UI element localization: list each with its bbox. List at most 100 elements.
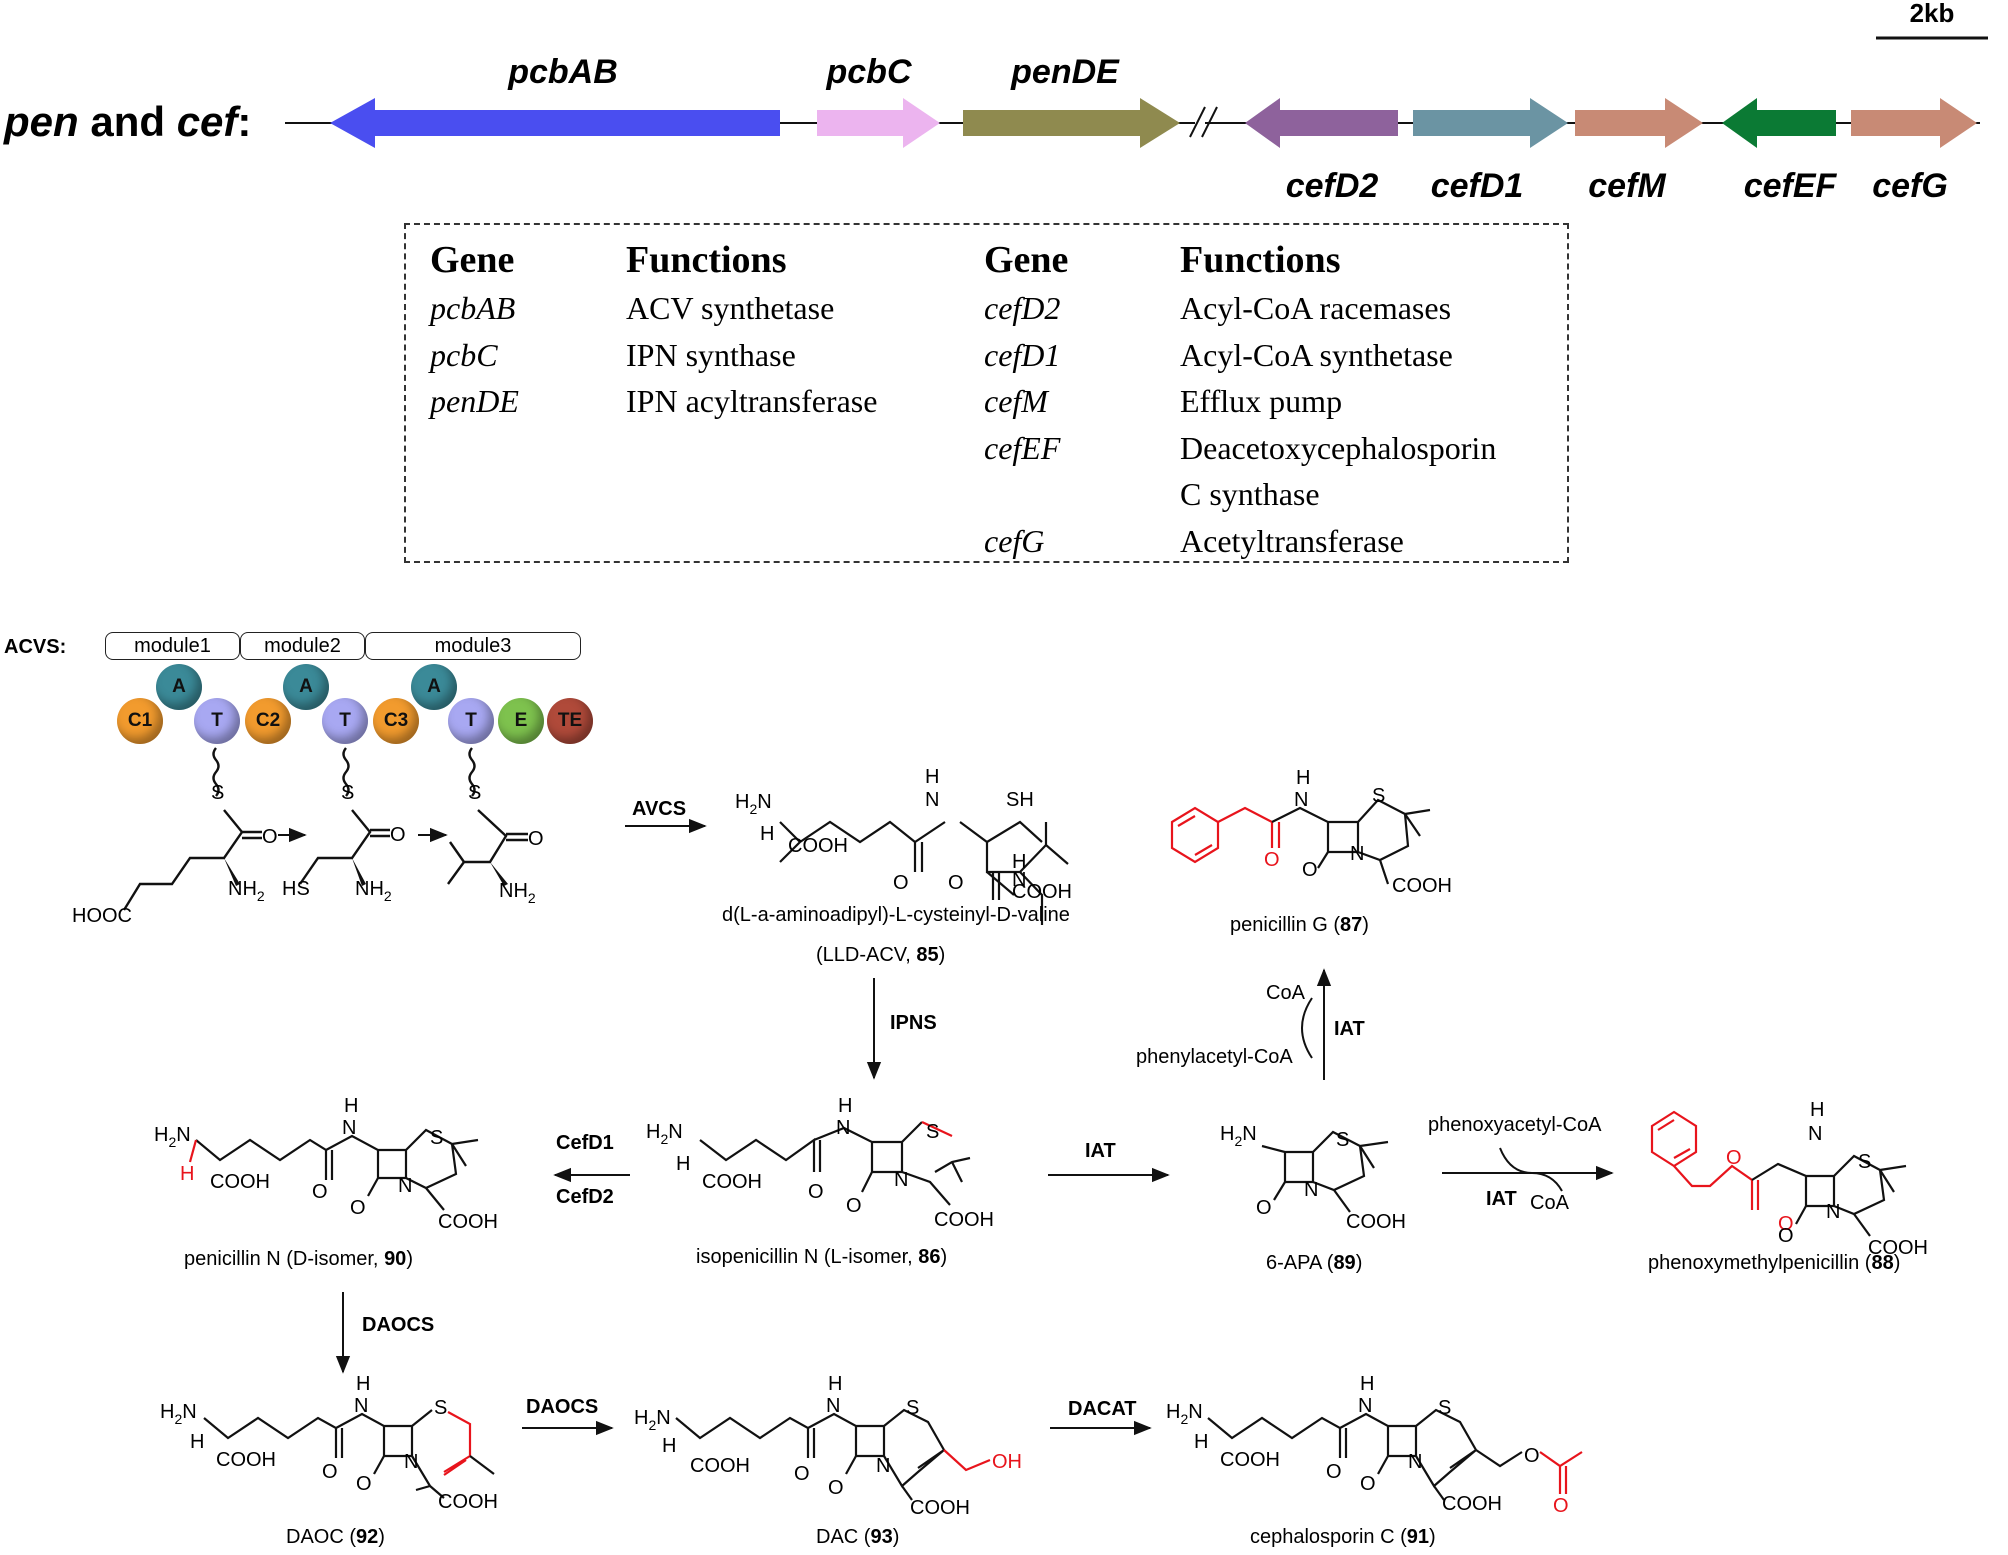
atom-o: O — [528, 828, 544, 850]
gene-label-pcbAB: pcbAB — [507, 53, 618, 91]
cluster-title: pen and cef: — [4, 98, 252, 145]
atom-h: H — [190, 1431, 204, 1453]
structure-penG-sidechain — [1170, 806, 1281, 864]
table-cell-gene: pcbAB — [430, 290, 516, 326]
structure-penV-core — [1751, 1154, 1907, 1237]
table-cell-function: Acyl-CoA racemases — [1180, 290, 1452, 326]
acvs-tethers — [212, 747, 476, 797]
atom-o: O — [262, 826, 278, 848]
atom-o: O — [948, 872, 964, 894]
cofactor-phenylacetyl-coa: phenylacetyl-CoA — [1136, 1046, 1293, 1068]
atom-s: S — [434, 1397, 447, 1419]
atom-s: S — [1858, 1151, 1871, 1173]
atom-o: O — [390, 824, 406, 846]
atom-h: H — [662, 1435, 676, 1457]
gene-label-cefM: cefM — [1588, 167, 1666, 205]
structure-cephC — [1207, 1408, 1523, 1501]
atom-h2n: H2N — [1220, 1123, 1257, 1149]
table-cell-gene: pcbC — [430, 336, 498, 373]
atom-cooh: COOH — [438, 1211, 498, 1233]
enzyme-iat-peng: IAT — [1334, 1018, 1365, 1040]
atom-s: S — [211, 782, 224, 804]
enzyme-daocs-1: DAOCS — [362, 1314, 435, 1336]
atom-cooh: COOH — [216, 1449, 276, 1471]
wedge-1 — [224, 858, 240, 886]
atom-h2n: H2N — [646, 1121, 683, 1147]
atom-s: S — [1438, 1397, 1451, 1419]
table-col-gene-left: Gene pcbAB pcbC penDE — [430, 235, 519, 425]
atom-h: H — [1012, 851, 1026, 873]
atom-o: O — [1256, 1197, 1272, 1219]
atom-o: O — [1326, 1461, 1342, 1483]
atom-o: O — [1264, 849, 1280, 871]
table-cell-gene: cefM — [984, 383, 1048, 419]
table-header-functions: Functions — [1180, 239, 1341, 281]
table-cell-function: IPN synthase — [626, 336, 796, 373]
ipn-red-bond — [921, 1121, 953, 1137]
compound-90-label: penicillin N (D-isomer, 90) — [184, 1248, 413, 1270]
atom-s: S — [926, 1121, 939, 1143]
atom-n: N — [1350, 843, 1364, 865]
atom-o-red: O — [1553, 1495, 1569, 1517]
atom-o: O — [322, 1461, 338, 1483]
domain-a1: A — [156, 664, 202, 710]
atom-cooh: COOH — [934, 1209, 994, 1231]
atom-n: N — [1826, 1201, 1840, 1223]
table-cell-function: Acetyltransferase — [1180, 522, 1404, 559]
atom-o: O — [1302, 859, 1318, 881]
atom-n: N — [925, 789, 939, 811]
table-cell-function: C synthase — [1180, 476, 1320, 512]
module-3: module3 — [365, 632, 581, 660]
structure-penG-core — [1271, 798, 1431, 885]
atom-s: S — [430, 1127, 443, 1149]
atom-h: H — [676, 1153, 690, 1175]
enzyme-cefd1: CefD1 — [556, 1132, 614, 1154]
domain-t3: T — [448, 698, 494, 744]
compound-89-label: 6-APA (89) — [1266, 1252, 1363, 1274]
atom-o: O — [312, 1181, 328, 1203]
dac-red-bond — [943, 1449, 991, 1472]
acvs-substrate-bonds — [122, 809, 528, 911]
atom-h: H — [828, 1373, 842, 1395]
atom-cooh: COOH — [1012, 881, 1072, 903]
table-cell-gene: cefD2 — [984, 290, 1061, 326]
acvs-label: ACVS: — [4, 636, 67, 658]
atom-cooh: COOH — [690, 1455, 750, 1477]
gene-label-pcbC: pcbC — [826, 53, 912, 91]
module-2: module2 — [240, 632, 365, 660]
structure-penN — [195, 1128, 479, 1211]
table-cell-gene: penDE — [430, 383, 519, 419]
compound-85-name: d(L-a-aminoadipyl)-L-cysteinyl-D-valine — [722, 904, 1070, 926]
gene-arrow-cefD1 — [1413, 98, 1568, 148]
pathway-arrows — [335, 818, 1614, 1436]
gene-label-cefD2: cefD2 — [1286, 167, 1379, 205]
gene-arrow-pcbAB — [330, 98, 780, 148]
atom-s: S — [906, 1397, 919, 1419]
atom-h: H — [925, 766, 939, 788]
atom-nh2: NH2 — [355, 878, 392, 904]
atom-s: S — [1372, 785, 1385, 807]
gene-arrow-cefG — [1851, 98, 1977, 148]
daoc-methyl — [469, 1455, 495, 1475]
break-mark-2 — [1201, 106, 1218, 138]
atom-h: H — [1810, 1099, 1824, 1121]
table-cell-gene: cefG — [984, 522, 1045, 559]
atom-h: H — [760, 823, 774, 845]
atom-o: O — [356, 1473, 372, 1495]
atom-h: H — [1296, 767, 1310, 789]
atom-s: S — [1336, 1129, 1349, 1151]
compound-85-label: (LLD-ACV, 85) — [816, 944, 946, 966]
structure-acv — [779, 820, 1069, 925]
daoc-red-bonds — [443, 1411, 472, 1476]
atom-cooh: COOH — [910, 1497, 970, 1519]
atom-n: N — [826, 1395, 840, 1417]
table-header-gene: Gene — [984, 239, 1069, 281]
enzyme-daocs-2: DAOCS — [526, 1396, 599, 1418]
gene-label-cefD1: cefD1 — [1431, 167, 1524, 205]
table-cell-function: IPN acyltransferase — [626, 383, 878, 419]
cofactor-phenoxyacetyl-coa: phenoxyacetyl-CoA — [1428, 1114, 1602, 1136]
wedge-2 — [352, 858, 366, 886]
atom-h2n: H2N — [634, 1407, 671, 1433]
table-header-functions: Functions — [626, 239, 787, 281]
atom-cooh: COOH — [1442, 1493, 1502, 1515]
